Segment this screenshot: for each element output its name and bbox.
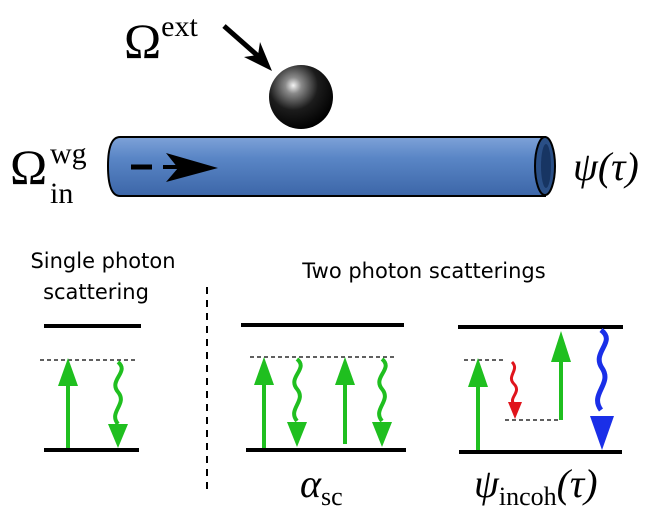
alpha-symbol: α	[300, 461, 322, 506]
waveguide	[106, 136, 556, 197]
omega-ext-sup: ext	[161, 10, 198, 43]
psi-incoh-arg: (τ)	[557, 461, 598, 506]
single-photon-label-line1: Single photon	[30, 249, 175, 273]
alpha-sc-levels	[241, 323, 406, 452]
two-photon-label: Two photon scatterings	[301, 259, 545, 283]
alpha-sub: sc	[321, 482, 343, 508]
atom-sphere-icon	[269, 65, 333, 129]
single-photon-levels	[40, 324, 141, 452]
omega-in-sup: wg	[50, 137, 87, 170]
svg-text:αsc: αsc	[300, 461, 343, 508]
omega-ext-symbol: Ω	[124, 13, 161, 69]
svg-text:Ωext: Ωext	[124, 10, 198, 69]
external-drive-arrow	[222, 24, 272, 71]
omega-in-sub: in	[50, 177, 73, 210]
psi-incoh-levels	[458, 325, 623, 454]
single-photon-label-line2: scattering	[43, 280, 149, 304]
psi-incoh-sub: incoh	[499, 482, 557, 508]
omega-in-symbol: Ω	[10, 139, 47, 195]
input-field-arrow	[131, 153, 218, 182]
psi-incoh-symbol: ψ	[474, 461, 500, 506]
output-psi-label: ψ(τ)	[573, 144, 639, 189]
svg-text:ψincoh(τ): ψincoh(τ)	[474, 461, 598, 508]
